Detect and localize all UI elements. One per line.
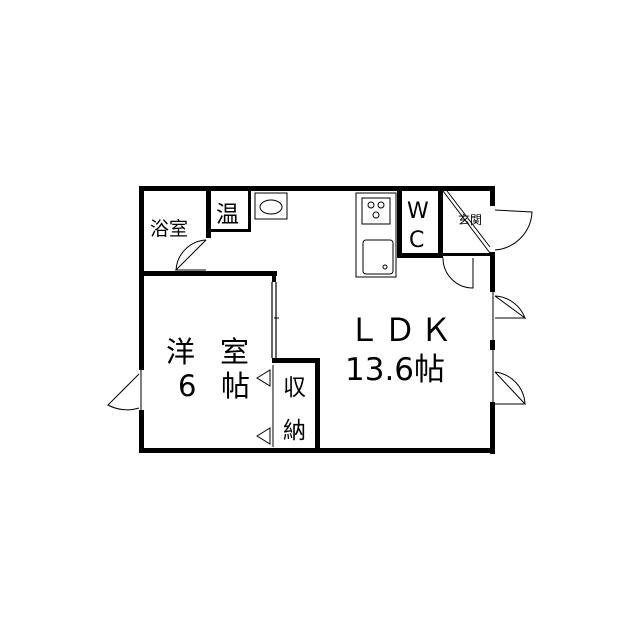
bath-label: 浴室 [150, 218, 188, 240]
sink-icon [362, 239, 394, 275]
washbasin-icon [254, 192, 288, 220]
closet-label-2: 納 [283, 418, 306, 444]
western-name-2: 室 [220, 335, 249, 369]
closet-label-1: 収 [283, 375, 306, 401]
western-name-1: 洋 [166, 335, 195, 369]
room-labels: 浴室 温 W C 玄関 ＬＤＫ 13.6帖 洋 室 6 帖 収 納 [150, 199, 482, 444]
fixtures [254, 192, 397, 278]
ldk-size-label: 13.6帖 [345, 352, 445, 388]
door-swings [107, 190, 533, 445]
water-heater-label: 温 [216, 202, 239, 228]
stove-icon [361, 197, 391, 225]
wc-label-c: C [409, 228, 424, 253]
ldk-name-label: ＬＤＫ [348, 311, 456, 349]
kitchen-counter [355, 192, 397, 278]
western-size-unit: 帖 [221, 369, 250, 403]
entrance-label: 玄関 [458, 212, 482, 227]
wc-label-w: W [407, 199, 429, 224]
western-size-num: 6 [178, 369, 196, 403]
openings [138, 206, 496, 447]
